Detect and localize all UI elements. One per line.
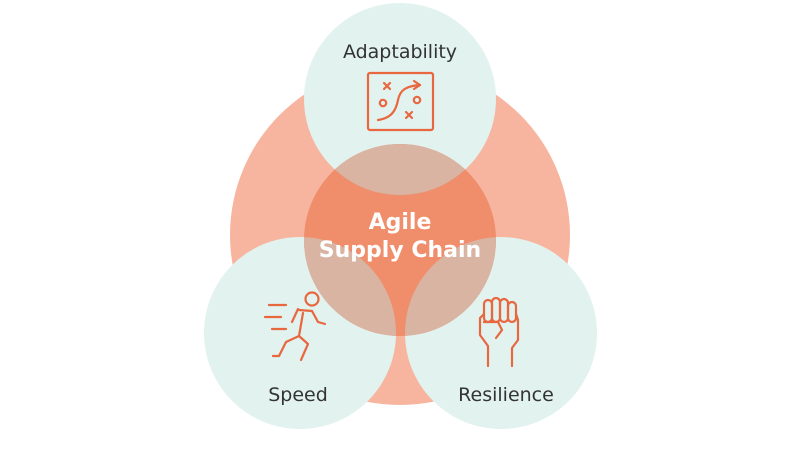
overlap-right — [405, 237, 496, 336]
center-title-line2: Supply Chain — [319, 238, 481, 263]
center-title-line1: Agile — [369, 210, 432, 235]
adaptability-label: Adaptability — [343, 41, 457, 63]
resilience-label: Resilience — [458, 384, 554, 406]
overlap-left — [304, 237, 396, 336]
strategy-board-icon — [366, 71, 435, 132]
speed-label: Speed — [268, 384, 328, 406]
adaptability-circle — [304, 3, 496, 195]
running-person-icon — [263, 291, 327, 362]
raised-fist-icon — [478, 296, 520, 368]
